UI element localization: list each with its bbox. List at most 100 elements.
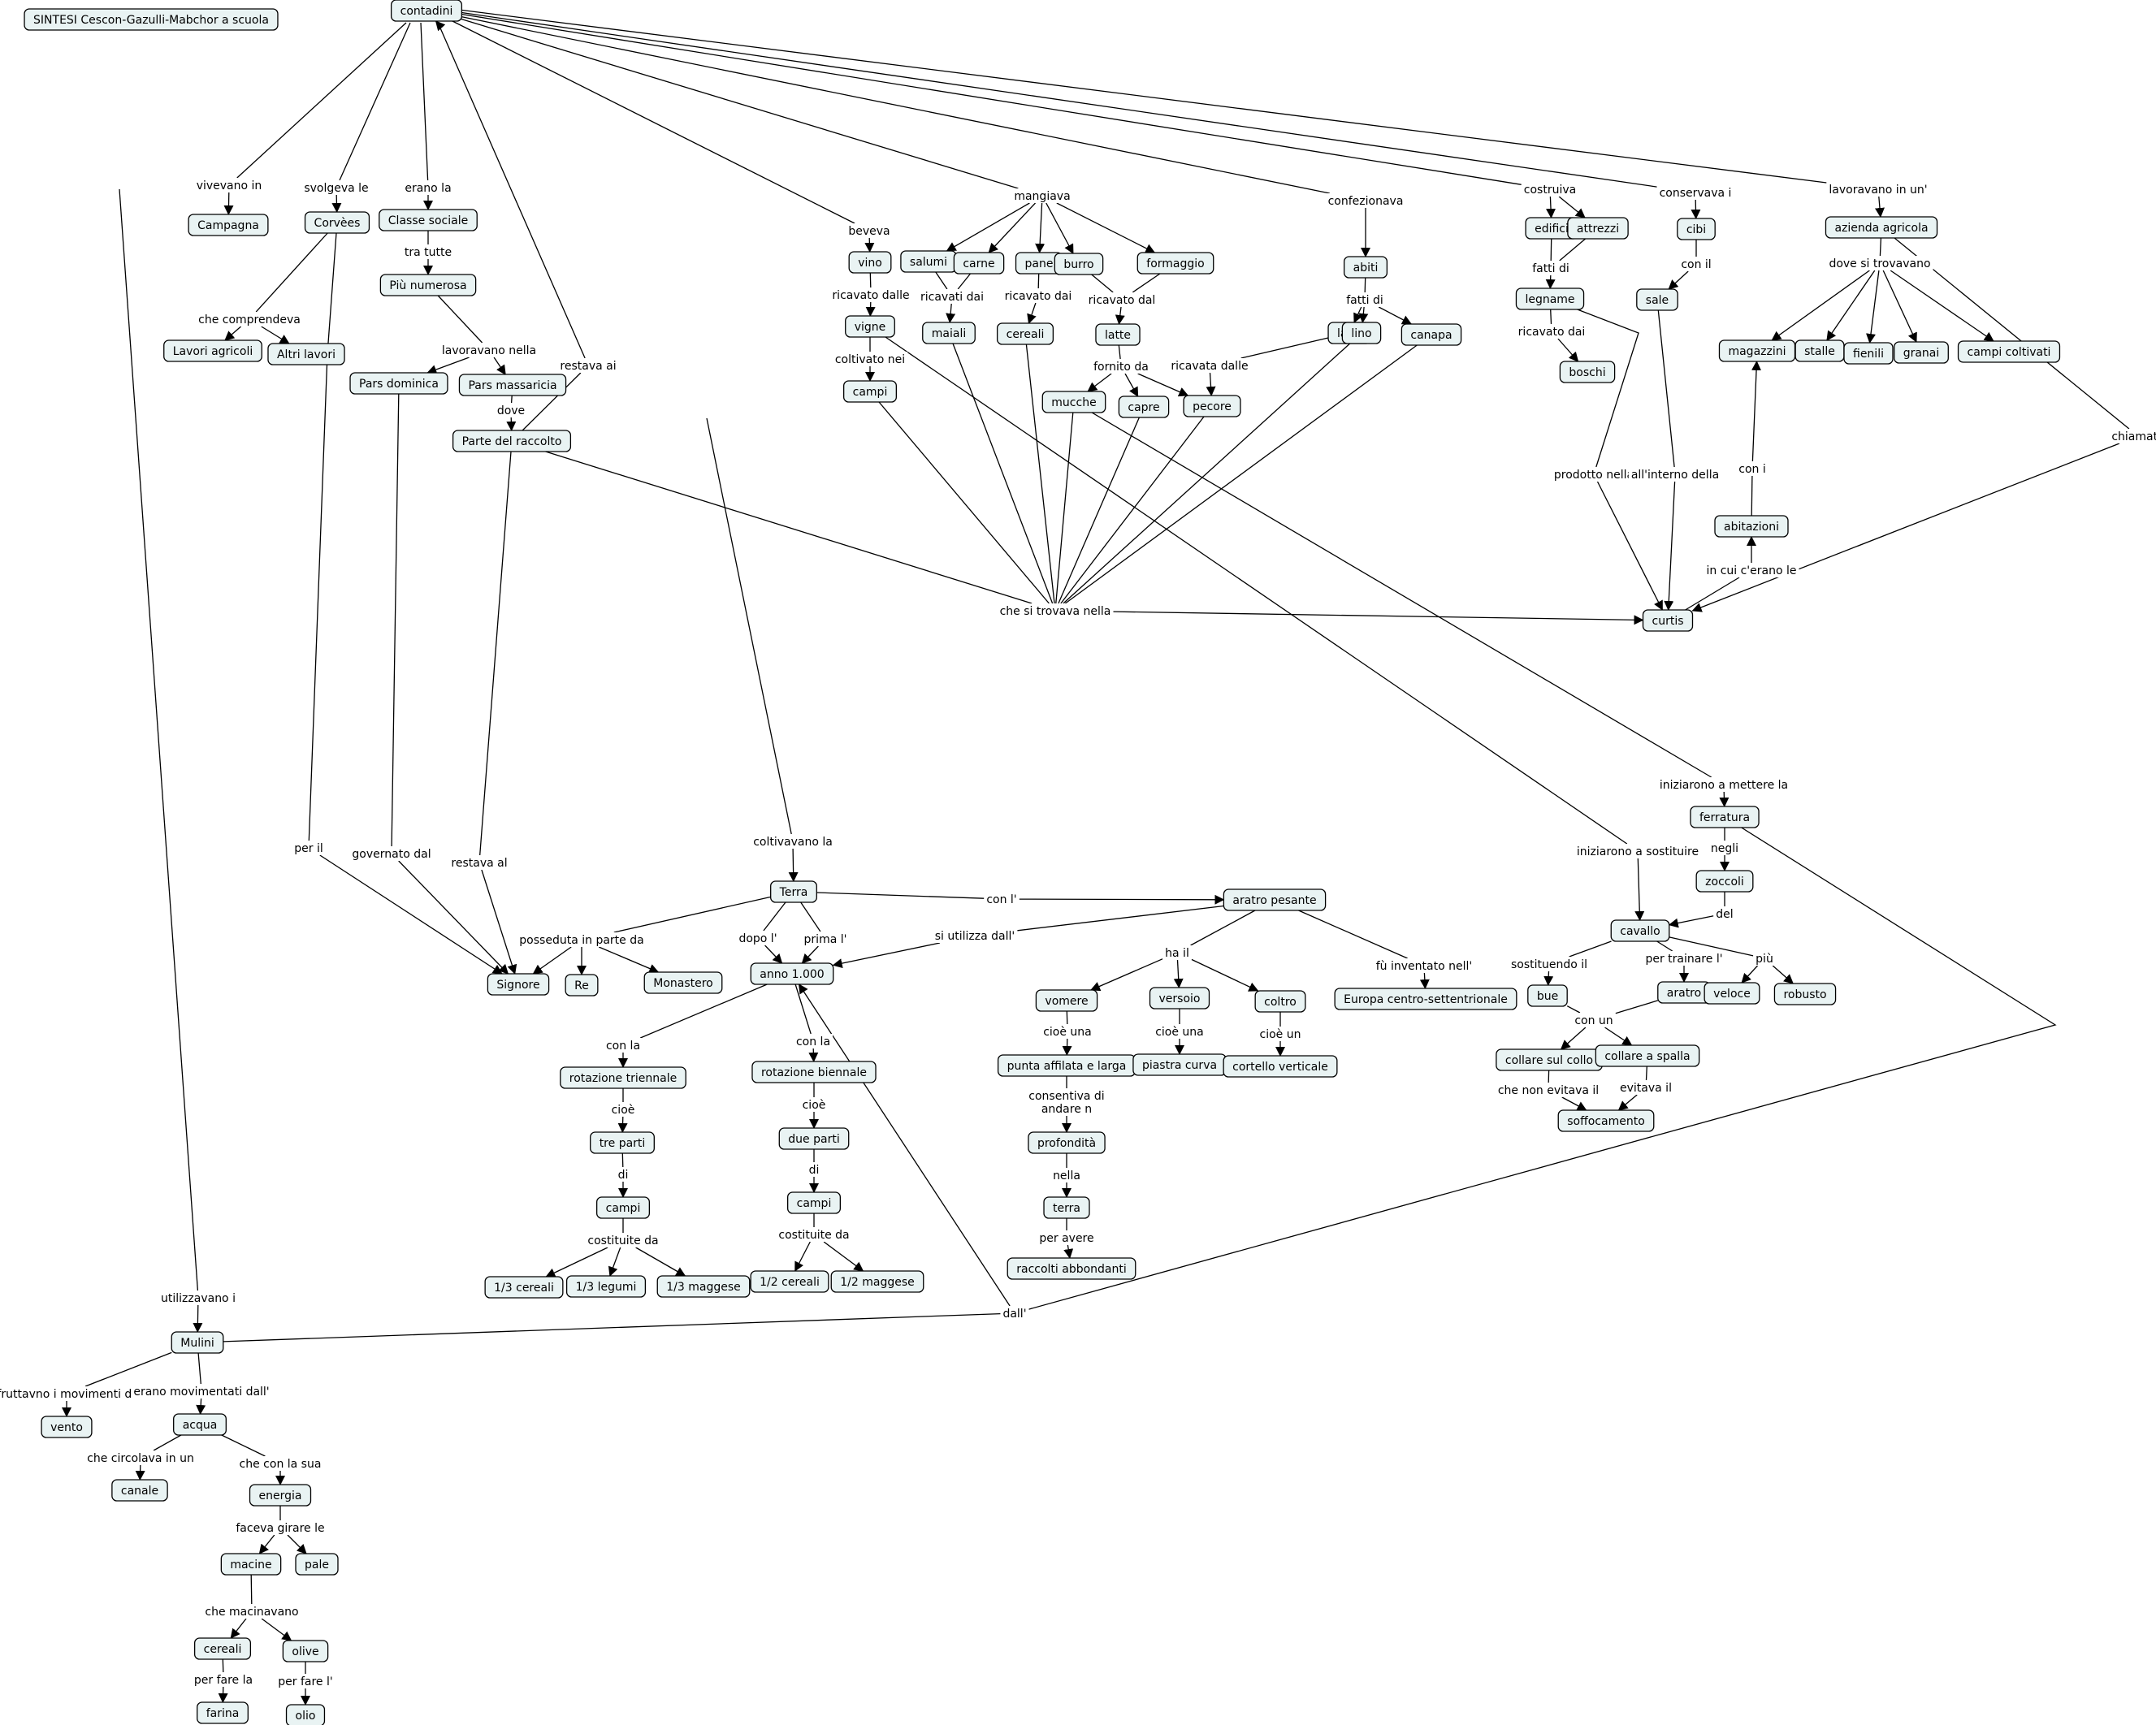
concept-node-terra2[interactable]: terra bbox=[1043, 1196, 1090, 1219]
concept-node-coltro[interactable]: coltro bbox=[1254, 990, 1306, 1013]
concept-node-due-parti[interactable]: due parti bbox=[778, 1127, 850, 1150]
concept-node-collare-spalla[interactable]: collare a spalla bbox=[1595, 1044, 1700, 1067]
concept-node-vento[interactable]: vento bbox=[41, 1416, 93, 1438]
concept-node-boschi[interactable]: boschi bbox=[1559, 361, 1616, 383]
concept-node-pecore[interactable]: pecore bbox=[1183, 395, 1241, 417]
concept-node-latte[interactable]: latte bbox=[1095, 323, 1141, 346]
concept-node-classe[interactable]: Classe sociale bbox=[379, 209, 478, 231]
concept-node-c12-maggese[interactable]: 1/2 maggese bbox=[830, 1270, 924, 1293]
concept-node-campi-v[interactable]: campi bbox=[842, 380, 898, 403]
concept-node-aratro-pesante[interactable]: aratro pesante bbox=[1223, 888, 1327, 911]
concept-node-piu-numerosa[interactable]: Più numerosa bbox=[379, 274, 477, 296]
concept-node-olio[interactable]: olio bbox=[285, 1704, 326, 1725]
node-label: Terra bbox=[779, 886, 808, 899]
concept-node-energia[interactable]: energia bbox=[249, 1484, 312, 1507]
concept-node-parte-raccolto[interactable]: Parte del raccolto bbox=[452, 430, 572, 452]
concept-node-cortello[interactable]: cortello verticale bbox=[1223, 1055, 1338, 1078]
concept-node-soffocamento[interactable]: soffocamento bbox=[1557, 1109, 1655, 1132]
concept-node-acqua[interactable]: acqua bbox=[173, 1413, 227, 1436]
concept-node-capre[interactable]: capre bbox=[1118, 396, 1170, 418]
concept-node-vigne[interactable]: vigne bbox=[845, 315, 895, 338]
concept-node-mucche[interactable]: mucche bbox=[1041, 391, 1106, 413]
concept-node-burro[interactable]: burro bbox=[1054, 253, 1104, 275]
concept-node-olive[interactable]: olive bbox=[282, 1640, 329, 1662]
concept-node-collare-collo[interactable]: collare sul collo bbox=[1496, 1048, 1603, 1071]
concept-node-pars-massaricia[interactable]: Pars massaricia bbox=[458, 374, 567, 396]
label-text: governato dal bbox=[352, 848, 431, 861]
node-box bbox=[842, 380, 898, 403]
concept-node-c12-cereali[interactable]: 1/2 cereali bbox=[750, 1270, 829, 1293]
concept-node-vino[interactable]: vino bbox=[848, 251, 892, 274]
concept-node-azienda[interactable]: azienda agricola bbox=[1825, 216, 1938, 239]
concept-node-campi-b[interactable]: campi bbox=[786, 1191, 842, 1214]
concept-node-cavallo[interactable]: cavallo bbox=[1610, 919, 1670, 942]
concept-node-bue[interactable]: bue bbox=[1527, 984, 1568, 1007]
concept-node-raccolti[interactable]: raccolti abbondanti bbox=[1007, 1257, 1136, 1280]
concept-node-campagna[interactable]: Campagna bbox=[188, 214, 269, 236]
concept-node-granai[interactable]: granai bbox=[1894, 341, 1949, 364]
concept-node-canale[interactable]: canale bbox=[111, 1479, 168, 1502]
concept-node-campi-t[interactable]: campi bbox=[595, 1196, 651, 1219]
concept-node-c13-cereali[interactable]: 1/3 cereali bbox=[484, 1276, 564, 1299]
connection-line bbox=[1240, 337, 1329, 359]
concept-node-veloce[interactable]: veloce bbox=[1704, 982, 1760, 1005]
concept-node-attrezzi[interactable]: attrezzi bbox=[1567, 217, 1629, 240]
concept-node-stalle[interactable]: stalle bbox=[1795, 339, 1845, 362]
concept-node-signore[interactable]: Signore bbox=[487, 973, 550, 996]
concept-node-farina[interactable]: farina bbox=[197, 1701, 249, 1724]
concept-node-pars-dominica[interactable]: Pars dominica bbox=[349, 372, 448, 395]
concept-node-altri-lavori[interactable]: Altri lavori bbox=[267, 343, 345, 365]
concept-node-vomere[interactable]: vomere bbox=[1035, 989, 1098, 1012]
concept-node-rot-biennale[interactable]: rotazione biennale bbox=[751, 1061, 877, 1083]
concept-node-cereali-p[interactable]: cereali bbox=[996, 322, 1054, 345]
label-bg bbox=[1162, 945, 1192, 960]
concept-node-corvees[interactable]: Corvèes bbox=[304, 211, 370, 234]
concept-node-abiti[interactable]: abiti bbox=[1343, 256, 1388, 279]
concept-node-carne[interactable]: carne bbox=[953, 252, 1005, 275]
concept-node-re[interactable]: Re bbox=[565, 974, 599, 997]
concept-node-magazzini[interactable]: magazzini bbox=[1718, 339, 1796, 362]
concept-node-edifici[interactable]: edifici bbox=[1525, 217, 1578, 240]
concept-node-cereali-m[interactable]: cereali bbox=[193, 1637, 252, 1660]
concept-node-pane[interactable]: pane bbox=[1015, 252, 1063, 275]
concept-node-rot-triennale[interactable]: rotazione triennale bbox=[560, 1066, 686, 1089]
concept-node-robusto[interactable]: robusto bbox=[1773, 983, 1837, 1005]
concept-node-campi-coltivati[interactable]: campi coltivati bbox=[1957, 340, 2061, 363]
concept-node-abitazioni[interactable]: abitazioni bbox=[1714, 515, 1789, 538]
concept-node-contadini[interactable]: contadini bbox=[390, 0, 463, 22]
concept-node-lavori-agricoli[interactable]: Lavori agricoli bbox=[163, 339, 262, 362]
concept-node-sale[interactable]: sale bbox=[1636, 288, 1678, 311]
concept-node-profondita[interactable]: profondità bbox=[1028, 1131, 1106, 1154]
concept-node-piastra[interactable]: piastra curva bbox=[1132, 1053, 1227, 1076]
connection-line bbox=[1668, 915, 1714, 928]
concept-node-legname[interactable]: legname bbox=[1515, 288, 1585, 310]
concept-node-c13-maggese[interactable]: 1/3 maggese bbox=[656, 1275, 751, 1298]
concept-node-zoccoli[interactable]: zoccoli bbox=[1695, 870, 1754, 893]
concept-node-cibi[interactable]: cibi bbox=[1677, 218, 1716, 240]
concept-node-canapa[interactable]: canapa bbox=[1401, 323, 1462, 346]
concept-node-ferratura[interactable]: ferratura bbox=[1690, 806, 1760, 828]
concept-node-lino[interactable]: lino bbox=[1341, 322, 1382, 344]
concept-node-monastero[interactable]: Monastero bbox=[643, 971, 723, 994]
label-bg bbox=[1515, 324, 1588, 339]
concept-node-macine[interactable]: macine bbox=[220, 1553, 282, 1576]
concept-node-versoio[interactable]: versoio bbox=[1149, 987, 1210, 1009]
concept-node-formaggio[interactable]: formaggio bbox=[1136, 252, 1214, 275]
concept-node-title[interactable]: SINTESI Cescon-Gazulli-Mabchor a scuola bbox=[24, 8, 279, 31]
concept-node-tre-parti[interactable]: tre parti bbox=[590, 1131, 655, 1154]
concept-node-pale[interactable]: pale bbox=[295, 1553, 339, 1576]
concept-node-salumi[interactable]: salumi bbox=[900, 250, 957, 273]
concept-node-aratro[interactable]: aratro bbox=[1657, 981, 1711, 1004]
concept-node-terra[interactable]: Terra bbox=[770, 880, 817, 903]
concept-node-europa[interactable]: Europa centro-settentrionale bbox=[1334, 988, 1517, 1010]
label-text: dove bbox=[497, 404, 525, 417]
concept-node-c13-legumi[interactable]: 1/3 legumi bbox=[565, 1275, 647, 1298]
concept-node-mulini[interactable]: Mulini bbox=[171, 1331, 224, 1354]
concept-node-maiali[interactable]: maiali bbox=[922, 322, 976, 344]
concept-node-anno[interactable]: anno 1.000 bbox=[750, 962, 834, 985]
concept-node-punta[interactable]: punta affilata e larga bbox=[997, 1054, 1136, 1077]
concept-node-fienili[interactable]: fienili bbox=[1843, 342, 1894, 365]
label-bg bbox=[517, 932, 647, 947]
concept-node-curtis[interactable]: curtis bbox=[1642, 609, 1694, 632]
node-label: robusto bbox=[1783, 988, 1826, 1001]
